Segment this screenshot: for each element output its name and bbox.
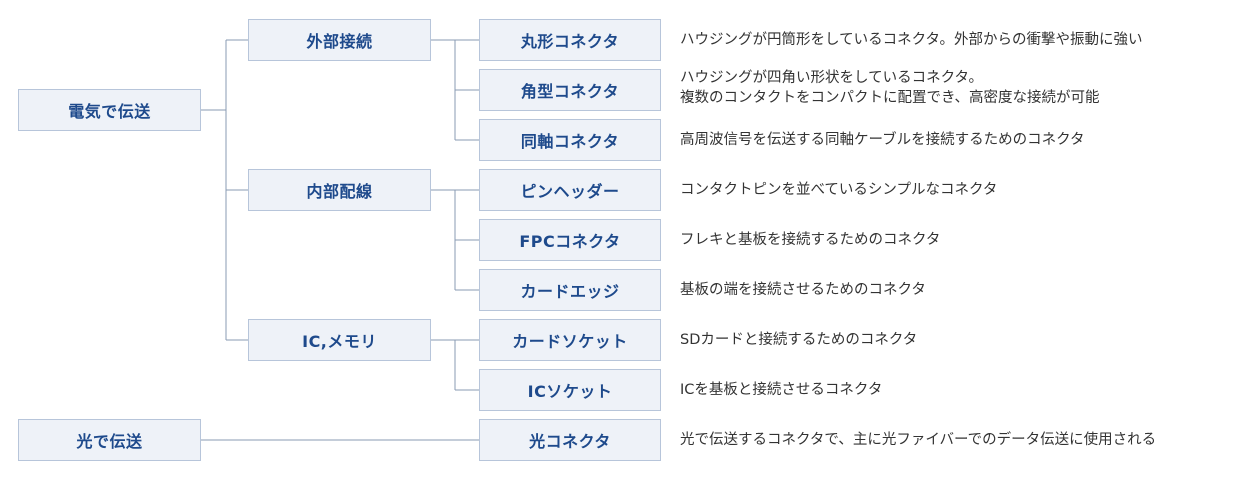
subcategory-internal: 内部配線 — [248, 169, 431, 211]
connector-optical: 光コネクタ — [479, 419, 661, 461]
description-optical: 光で伝送するコネクタで、主に光ファイバーでのデータ伝送に使用される — [680, 430, 1156, 450]
description-card-edge: 基板の端を接続させるためのコネクタ — [680, 280, 926, 300]
description-line: 光で伝送するコネクタで、主に光ファイバーでのデータ伝送に使用される — [680, 432, 1157, 448]
description-line: コンタクトピンを並べているシンプルなコネクタ — [680, 182, 998, 198]
description-line: ICを基板と接続させるコネクタ — [680, 382, 883, 398]
description-card-socket: SDカードと接続するためのコネクタ — [680, 330, 917, 350]
subcategory-ic-memory: IC,メモリ — [248, 319, 431, 361]
description-line: フレキと基板を接続するためのコネクタ — [680, 232, 941, 248]
description-pin-header: コンタクトピンを並べているシンプルなコネクタ — [680, 180, 997, 200]
description-ic-socket: ICを基板と接続させるコネクタ — [680, 380, 882, 400]
connector-card-edge: カードエッジ — [479, 269, 661, 311]
description-coaxial: 高周波信号を伝送する同軸ケーブルを接続するためのコネクタ — [680, 130, 1085, 150]
connector-rectangular: 角型コネクタ — [479, 69, 661, 111]
description-rectangular: ハウジングが四角い形状をしているコネクタ。 複数のコンタクトをコンパクトに配置で… — [680, 68, 1099, 108]
category-electric: 電気で伝送 — [18, 89, 201, 131]
description-line: ハウジングが円筒形をしているコネクタ。外部からの衝撃や振動に強い — [680, 32, 1143, 48]
connector-round: 丸形コネクタ — [479, 19, 661, 61]
description-line: ハウジングが四角い形状をしているコネクタ。 — [680, 70, 984, 86]
description-line: 高周波信号を伝送する同軸ケーブルを接続するためのコネクタ — [680, 132, 1085, 148]
connector-ic-socket: ICソケット — [479, 369, 661, 411]
category-optical: 光で伝送 — [18, 419, 201, 461]
subcategory-external: 外部接続 — [248, 19, 431, 61]
connector-card-socket: カードソケット — [479, 319, 661, 361]
description-line: SDカードと接続するためのコネクタ — [680, 332, 918, 348]
connector-pin-header: ピンヘッダー — [479, 169, 661, 211]
description-line: 基板の端を接続させるためのコネクタ — [680, 282, 926, 298]
connector-coaxial: 同軸コネクタ — [479, 119, 661, 161]
description-round: ハウジングが円筒形をしているコネクタ。外部からの衝撃や振動に強い — [680, 30, 1143, 50]
description-fpc: フレキと基板を接続するためのコネクタ — [680, 230, 940, 250]
description-line: 複数のコンタクトをコンパクトに配置でき、高密度な接続が可能 — [680, 90, 1100, 106]
connector-fpc: FPCコネクタ — [479, 219, 661, 261]
